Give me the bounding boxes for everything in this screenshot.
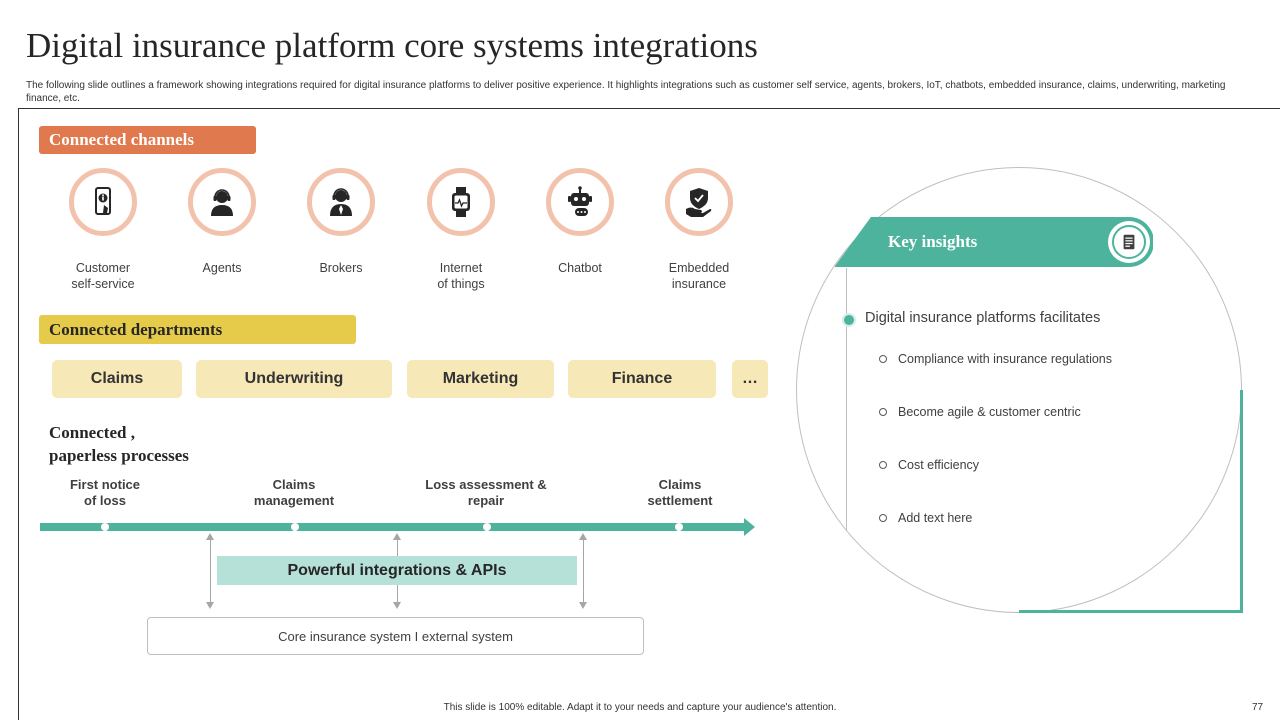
shield-hand-icon [665, 168, 733, 236]
connected-departments-heading: Connected departments [39, 315, 356, 344]
channel-label-line1: Embedded [668, 261, 730, 275]
insights-accent-right [1240, 390, 1243, 613]
broker-headset-icon [307, 168, 375, 236]
insight-item-text: Become agile & customer centric [898, 405, 1081, 419]
circle-bullet-icon [879, 354, 887, 363]
dept-underwriting: Underwriting [196, 360, 392, 398]
footer-note: This slide is 100% editable. Adapt it to… [443, 702, 837, 713]
integrations-apis-box: Powerful integrations & APIs [217, 556, 577, 585]
smartwatch-icon [427, 168, 495, 236]
page-number: 77 [1252, 702, 1264, 713]
dept-finance: Finance [568, 360, 716, 398]
step-line2: management [253, 493, 335, 508]
processes-heading-line1: Connected , [49, 423, 135, 442]
insights-divider [846, 268, 847, 530]
dept-marketing: Marketing [407, 360, 554, 398]
insight-bullet [842, 313, 856, 327]
circle-bullet-icon [879, 407, 887, 416]
connector-line [583, 536, 584, 606]
agent-headset-icon [188, 168, 256, 236]
step-line1: Loss assessment & [425, 477, 547, 492]
circle-bullet-icon [879, 460, 887, 469]
step-line2: repair [467, 493, 505, 508]
insight-item: Cost efficiency [879, 458, 979, 472]
page-title: Digital insurance platform core systems … [26, 26, 758, 65]
process-timeline-arrow [40, 523, 744, 531]
step-line1: Claims [658, 477, 702, 492]
insight-item-text: Compliance with insurance regulations [898, 352, 1113, 366]
channel-label-line1: Customer [75, 261, 131, 275]
dept-claims: Claims [52, 360, 182, 398]
channel-label-line2: insurance [671, 277, 727, 291]
insight-main-point: Digital insurance platforms facilitates [865, 310, 1101, 326]
key-insights-heading: Key insights [888, 232, 978, 251]
timeline-dot [101, 523, 109, 531]
arrow-down-icon [393, 602, 401, 609]
channel-embedded-insurance: Embedded insurance [639, 168, 759, 292]
timeline-dot [675, 523, 683, 531]
circle-bullet-icon [879, 513, 887, 522]
channel-brokers: Brokers [281, 168, 401, 276]
arrow-down-icon [579, 602, 587, 609]
mobile-info-icon [69, 168, 137, 236]
header-divider [18, 108, 1280, 109]
step-line2: of loss [84, 493, 126, 508]
insight-item: Compliance with insurance regulations [879, 352, 1112, 366]
core-system-box: Core insurance system I external system [147, 617, 644, 655]
insights-accent-bottom [1019, 610, 1243, 613]
channel-label-line1: Brokers [319, 261, 363, 275]
report-icon [1108, 221, 1150, 263]
channel-chatbot: Chatbot [520, 168, 640, 276]
step-line1: First notice [69, 477, 141, 492]
left-border [18, 108, 19, 720]
key-insights-banner [835, 217, 1153, 267]
channel-customer-self-service: Customer self-service [43, 168, 163, 292]
channel-label-line2: of things [437, 277, 485, 291]
insight-item: Add text here [879, 511, 972, 525]
channel-label-line1: Internet [439, 261, 483, 275]
channel-label-line2: self-service [71, 277, 135, 291]
connected-channels-heading: Connected channels [39, 126, 256, 154]
channel-agents: Agents [162, 168, 282, 276]
insight-item-text: Add text here [898, 511, 973, 525]
page-subtitle: The following slide outlines a framework… [26, 80, 1226, 104]
channel-label-line1: Agents [202, 261, 242, 275]
timeline-dot [291, 523, 299, 531]
processes-heading-line2: paperless processes [49, 446, 189, 465]
channel-label-line1: Chatbot [558, 261, 602, 275]
processes-heading: Connected , paperless processes [49, 421, 189, 467]
robot-icon [546, 168, 614, 236]
step-loss-assessment: Loss assessment &repair [411, 477, 561, 509]
timeline-dot [483, 523, 491, 531]
arrow-down-icon [206, 602, 214, 609]
insight-item-text: Cost efficiency [898, 458, 980, 472]
channel-iot: Internet of things [401, 168, 521, 292]
dept-more: … [732, 360, 768, 398]
insight-item: Become agile & customer centric [879, 405, 1081, 419]
step-line2: settlement [647, 493, 713, 508]
step-line1: Claims [272, 477, 316, 492]
arrow-head-icon [744, 518, 755, 536]
connector-line [210, 536, 211, 606]
